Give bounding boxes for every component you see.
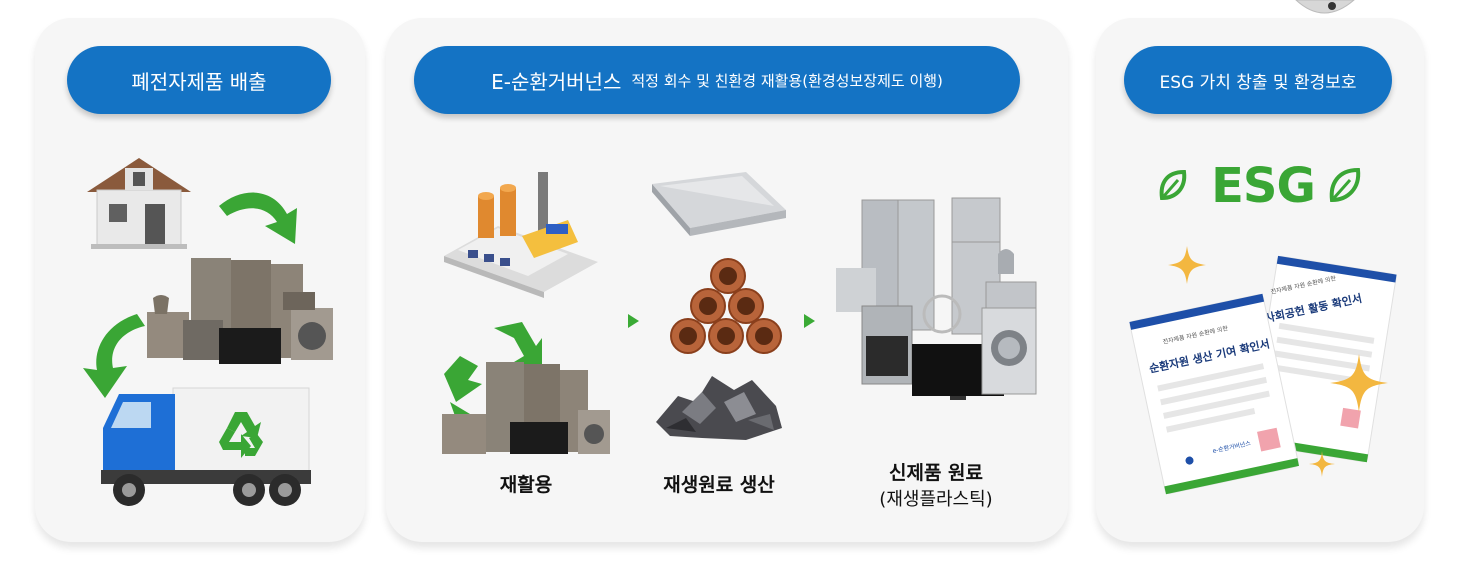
- esg-title: ESG 가치 창출 및 환경보호: [1124, 46, 1392, 114]
- new-appliances-icon: [836, 197, 1037, 400]
- certificate-icon: [1129, 293, 1300, 495]
- governance-title-sub: 적정 회수 및 친환경 재활용(환경성보장제도 이행): [631, 71, 943, 90]
- star-icon: [1330, 354, 1388, 412]
- discharge-panel: 폐전자제품 배출: [35, 18, 365, 542]
- flow-arrow-icon: [628, 314, 639, 328]
- leaf-icon: [1329, 167, 1361, 203]
- discharge-title: 폐전자제품 배출: [67, 46, 331, 114]
- step-label-new-product-main: 신제품 원료: [888, 462, 983, 484]
- metal-sheet-icon: [652, 172, 786, 236]
- truck-icon: [101, 387, 311, 506]
- recycle-icon: [442, 322, 610, 454]
- house-icon: [87, 158, 191, 249]
- recycle-icon: [219, 412, 263, 458]
- factory-icon: [444, 172, 598, 298]
- leaf-icon: [1159, 169, 1187, 201]
- curved-arrow-icon: [219, 192, 297, 244]
- step-label-new-product: 신제품 원료 (재생플라스틱): [856, 458, 1016, 511]
- governance-title: E-순환거버넌스 적정 회수 및 친환경 재활용(환경성보장제도 이행): [414, 46, 1020, 114]
- star-icon: [1309, 451, 1335, 477]
- step-label-new-product-sub: (재생플라스틱): [879, 489, 993, 510]
- appliances-icon: [147, 258, 333, 364]
- governance-title-main: E-순환거버넌스: [491, 69, 622, 94]
- scrap-metal-icon: [656, 376, 782, 440]
- corner-decoration-icon: [1295, 0, 1355, 14]
- esg-logo: ESG: [1211, 158, 1316, 214]
- copper-pipes-icon: [670, 258, 782, 354]
- flow-arrow-icon: [804, 314, 815, 328]
- esg-panel: ESG 가치 창출 및 환경보호 ESG 전자제품 자원 순환에 의한 사회공헌…: [1096, 18, 1424, 542]
- governance-panel: E-순환거버넌스 적정 회수 및 친환경 재활용(환경성보장제도 이행): [386, 18, 1068, 542]
- step-label-raw-material: 재생원료 생산: [663, 474, 775, 496]
- step-label-recycle: 재활용: [499, 474, 553, 496]
- star-icon: [1168, 246, 1206, 284]
- curved-arrow-icon: [83, 314, 145, 398]
